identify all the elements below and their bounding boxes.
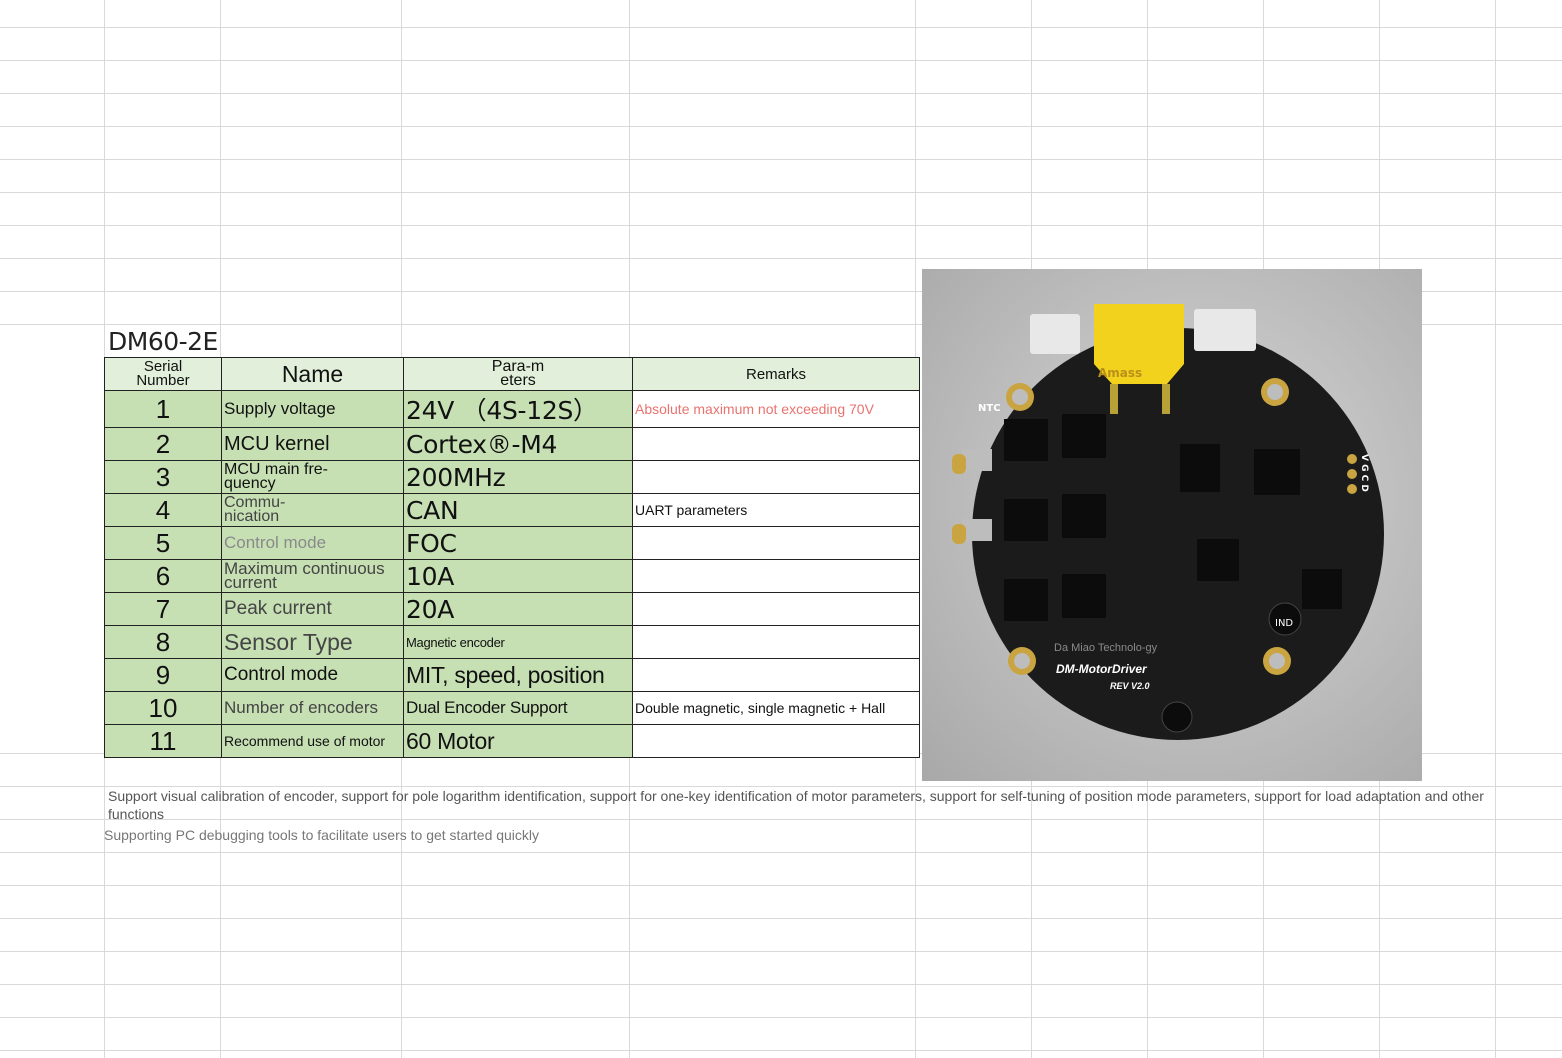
cell-param[interactable]: 20A (403, 592, 633, 626)
cell-param[interactable]: Dual Encoder Support (403, 691, 633, 725)
cell-serial[interactable]: 4 (104, 493, 222, 527)
cell-name[interactable]: MCU main fre-quency (221, 460, 404, 494)
header-serial-label: Serial Number (136, 358, 190, 389)
cell-serial[interactable]: 8 (104, 625, 222, 659)
cell-name[interactable]: Maximum continuous current (221, 559, 404, 593)
cell-serial[interactable]: 11 (104, 724, 222, 758)
table-header-row: Serial Number Name Para-meters Remarks (104, 357, 920, 391)
table-row: 7 Peak current 20A (104, 592, 920, 626)
cell-param[interactable]: 10A (403, 559, 633, 593)
cell-serial[interactable]: 10 (104, 691, 222, 725)
cell-remark[interactable]: UART parameters (632, 493, 920, 527)
revision-label: REV V2.0 (1110, 681, 1150, 691)
cell-remark[interactable]: Double magnetic, single magnetic + Hall (632, 691, 920, 725)
table-row: 4 Commu-nication CAN UART parameters (104, 493, 920, 527)
inductor-label: IND (1275, 618, 1293, 629)
cell-remark[interactable] (632, 658, 920, 692)
cell-param[interactable]: Cortex®-M4 (403, 427, 633, 461)
cell-name[interactable]: MCU kernel (221, 427, 404, 461)
cell-name[interactable]: Control mode (221, 658, 404, 692)
cell-remark[interactable] (632, 592, 920, 626)
cell-remark[interactable] (632, 559, 920, 593)
table-row: 5 Control mode FOC (104, 526, 920, 560)
table-row: 8 Sensor Type Magnetic encoder (104, 625, 920, 659)
table-row: 10 Number of encoders Dual Encoder Suppo… (104, 691, 920, 725)
header-remarks[interactable]: Remarks (632, 357, 920, 391)
maker-text: Da Miao Technolo-gy (1054, 642, 1158, 654)
cell-remark[interactable] (632, 625, 920, 659)
table-row: 6 Maximum continuous current 10A (104, 559, 920, 593)
header-name[interactable]: Name (221, 357, 404, 391)
cell-name-text: Commu-nication (224, 494, 286, 525)
table-row: 1 Supply voltage 24V （4S-12S） Absolute m… (104, 390, 920, 428)
cell-param[interactable]: MIT, speed, position (403, 658, 633, 692)
header-parameters[interactable]: Para-meters (403, 357, 633, 391)
cell-remark[interactable] (632, 724, 920, 758)
cell-param[interactable]: 200MHz (403, 460, 633, 494)
cell-name-text: Maximum continuous current (224, 559, 385, 592)
board-photo: Amass NTC V G C D Da Miao Technolo-gy DM… (922, 269, 1422, 781)
cell-serial[interactable]: 9 (104, 658, 222, 692)
cell-param[interactable]: 60 Motor (403, 724, 633, 758)
cell-name[interactable]: Sensor Type (221, 625, 404, 659)
cell-name[interactable]: Number of encoders (221, 691, 404, 725)
spec-table: Serial Number Name Para-meters Remarks 1… (104, 357, 920, 758)
cell-remark[interactable] (632, 427, 920, 461)
cell-serial[interactable]: 6 (104, 559, 222, 593)
cell-name[interactable]: Peak current (221, 592, 404, 626)
cell-remark[interactable] (632, 526, 920, 560)
pin-labels: V G C D (1359, 454, 1369, 492)
header-parameters-label: Para-meters (491, 358, 545, 389)
cell-param[interactable]: CAN (403, 493, 633, 527)
debug-tool-note[interactable]: Supporting PC debugging tools to facilit… (104, 827, 540, 843)
cell-name-text: MCU main fre-quency (224, 461, 329, 492)
cell-param[interactable]: FOC (403, 526, 633, 560)
ntc-label: NTC (978, 403, 1001, 414)
cell-serial[interactable]: 3 (104, 460, 222, 494)
table-row: 3 MCU main fre-quency 200MHz (104, 460, 920, 494)
cell-serial[interactable]: 5 (104, 526, 222, 560)
cell-name[interactable]: Commu-nication (221, 493, 404, 527)
cell-serial[interactable]: 1 (104, 390, 222, 428)
table-row: 2 MCU kernel Cortex®-M4 (104, 427, 920, 461)
cell-serial[interactable]: 2 (104, 427, 222, 461)
connector-brand-label: Amass (1098, 366, 1142, 380)
sheet-title[interactable]: DM60-2E (108, 327, 218, 356)
cell-param[interactable]: 24V （4S-12S） (403, 390, 633, 428)
cell-name[interactable]: Recommend use of motor (221, 724, 404, 758)
cell-remark[interactable]: Absolute maximum not exceeding 70V (632, 390, 920, 428)
cell-name[interactable]: Supply voltage (221, 390, 404, 428)
table-row: 9 Control mode MIT, speed, position (104, 658, 920, 692)
cell-param[interactable]: Magnetic encoder (403, 625, 633, 659)
cell-serial[interactable]: 7 (104, 592, 222, 626)
header-serial-number[interactable]: Serial Number (104, 357, 222, 391)
product-name-label: DM-MotorDriver (1056, 662, 1148, 676)
table-row: 11 Recommend use of motor 60 Motor (104, 724, 920, 758)
feature-note[interactable]: Support visual calibration of encoder, s… (108, 788, 1484, 822)
cell-name[interactable]: Control mode (221, 526, 404, 560)
cell-remark[interactable] (632, 460, 920, 494)
motor-driver-board-image: Amass NTC V G C D Da Miao Technolo-gy DM… (952, 304, 1384, 740)
